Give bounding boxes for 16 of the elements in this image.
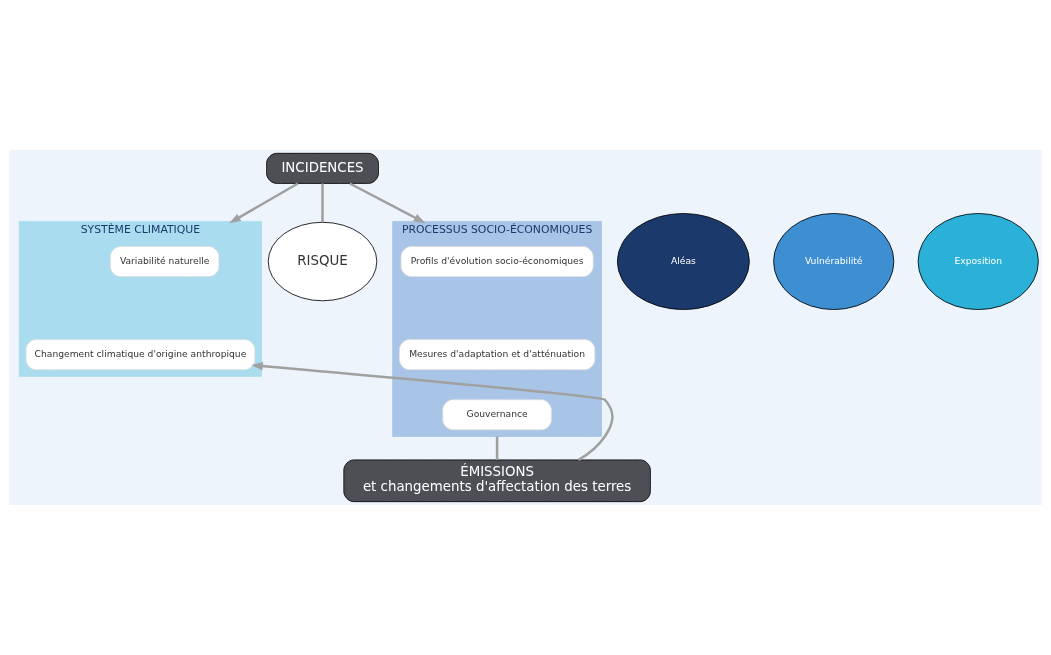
node-ellipse: RISQUE [267, 221, 378, 302]
node-box: Gouvernance [442, 399, 552, 431]
arrow [349, 182, 426, 224]
node-ellipse: Vulnérabilité [773, 213, 895, 310]
node-box: Mesures d'adaptation et d'atténuation [398, 339, 596, 371]
node-box: Changement climatique d'origine anthropique [25, 339, 256, 371]
connector [321, 183, 324, 222]
node-box: ÉMISSIONS et changements d'affectation des terres [343, 459, 651, 503]
node-ellipse: Exposition [917, 213, 1039, 310]
arrow [251, 362, 614, 461]
connector [495, 436, 499, 460]
node-box: Profils d'évolution socio-économiques [400, 246, 594, 277]
node-box: INCIDENCES [266, 152, 379, 184]
node-ellipse: Aléas [616, 213, 750, 310]
node-box: Variabilité naturelle [109, 246, 220, 277]
arrow [229, 182, 299, 224]
